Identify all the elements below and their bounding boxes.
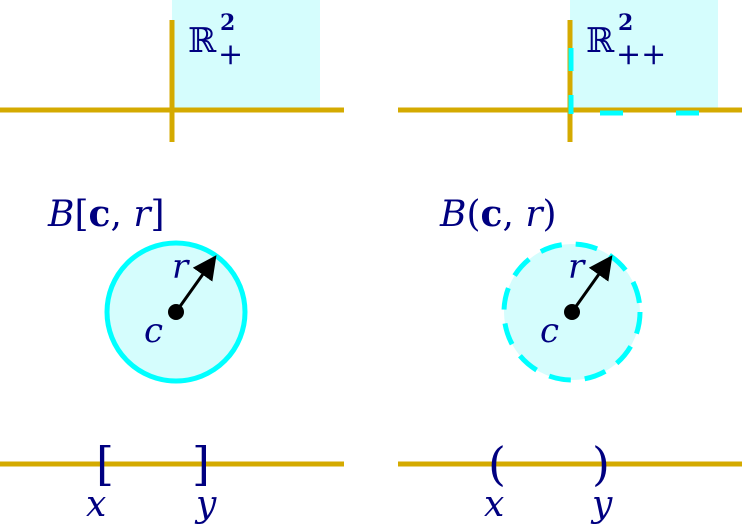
closed-interval-panel: [ ] x y (0, 437, 344, 525)
radius-label: r (568, 247, 586, 287)
closed-ball-panel: B[c, r] r c (47, 193, 248, 384)
left-paren: ( (488, 437, 506, 491)
x-label: x (86, 484, 106, 525)
open-ball-panel: B(c, r) r c (439, 193, 643, 383)
set-sup: 2 (220, 10, 235, 36)
center-label: c (144, 311, 163, 351)
x-label: x (484, 484, 504, 525)
ball-label: B(c, r) (439, 193, 557, 235)
y-label: y (590, 484, 613, 525)
center-point (564, 304, 580, 320)
set-label: ℝ (586, 21, 615, 61)
quadrant-region (570, 0, 718, 110)
radius-arrow (174, 255, 217, 313)
ball-label: B[c, r] (47, 193, 165, 235)
left-bracket: [ (96, 437, 114, 491)
set-sub: + (218, 37, 243, 72)
set-label: ℝ (188, 21, 217, 61)
set-sup: 2 (618, 10, 633, 36)
quadrant-region (172, 0, 320, 110)
open-interval-panel: ( ) x y (398, 437, 742, 525)
right-paren: ) (592, 437, 610, 491)
y-label: y (194, 484, 217, 525)
center-point (168, 304, 184, 320)
set-sub: ++ (616, 37, 666, 72)
radius-arrow (570, 255, 613, 313)
closed-quadrant-panel: ℝ 2 + (0, 0, 344, 142)
center-label: c (540, 311, 559, 351)
right-bracket: ] (192, 437, 210, 491)
radius-label: r (172, 247, 190, 287)
open-quadrant-panel: ℝ 2 ++ (398, 0, 742, 142)
